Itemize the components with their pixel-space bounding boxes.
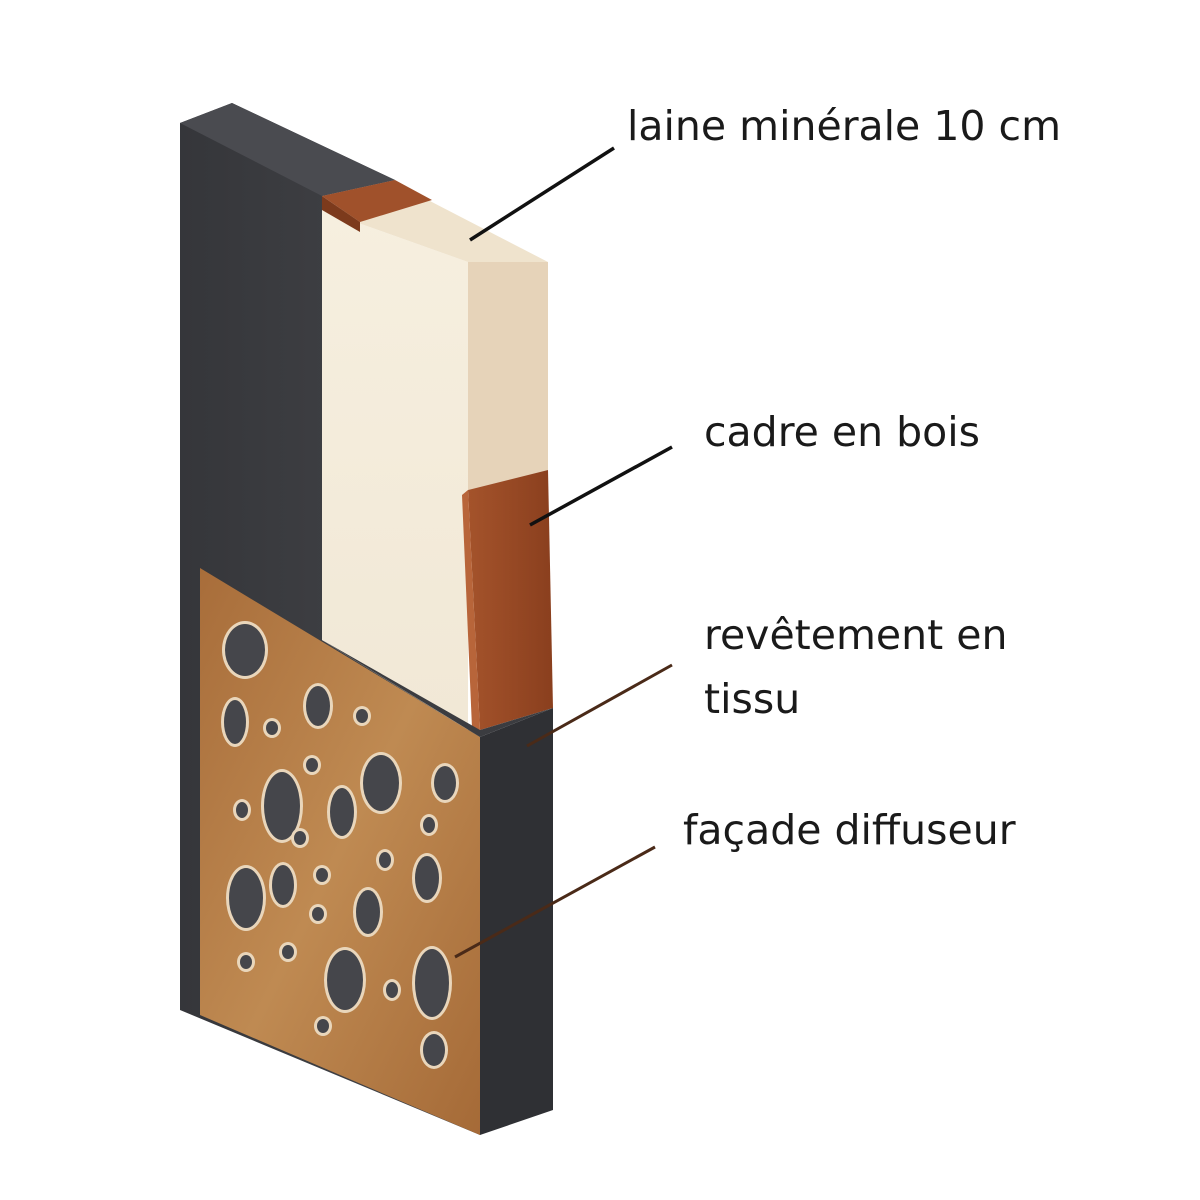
- label-fabric-cover: revêtement en tissu: [704, 603, 1007, 731]
- diffuser-hole: [224, 700, 246, 744]
- diffuser-hole: [294, 831, 306, 845]
- diffuser-hole: [434, 766, 456, 800]
- diffuser-hole: [415, 856, 439, 900]
- mineral-wool-front: [322, 210, 468, 730]
- diffuser-hole: [330, 788, 354, 836]
- label-fabric-cover-line2: tissu: [704, 675, 801, 723]
- diffuser-hole: [266, 721, 278, 735]
- label-wood-frame: cadre en bois: [704, 408, 981, 456]
- diffuser-hole: [386, 982, 398, 998]
- diffuser-hole: [356, 709, 368, 723]
- label-fabric-cover-line1: revêtement en: [704, 611, 1008, 659]
- diffuser-hole: [327, 950, 363, 1010]
- diffuser-hole: [236, 802, 248, 818]
- mineral-wool-side: [468, 262, 548, 490]
- diffuser-hole: [225, 624, 265, 676]
- fabric-side-strip: [480, 708, 553, 1135]
- diffuser-hole: [423, 817, 435, 833]
- diffuser-hole: [306, 758, 318, 772]
- diffuser-hole: [363, 755, 399, 811]
- diffuser-hole: [356, 890, 380, 934]
- diffuser-hole: [317, 1019, 329, 1033]
- diffuser-hole: [229, 868, 263, 928]
- diffuser-hole: [423, 1034, 445, 1066]
- wood-frame-top-piece: [322, 180, 432, 222]
- wood-frame-top-piece-front: [322, 196, 360, 232]
- diffuser-hole: [379, 852, 391, 868]
- diffuser-hole: [306, 686, 330, 726]
- fabric-top-edge: [180, 103, 395, 196]
- diffuser-hole: [316, 868, 328, 882]
- diffuser-hole: [240, 955, 252, 969]
- diffuser-hole: [415, 949, 449, 1017]
- diffuser-hole: [312, 907, 324, 921]
- wood-frame-vertical-edge: [462, 490, 480, 730]
- wood-frame-vertical: [468, 470, 553, 730]
- diffuser-holes: [221, 621, 459, 1069]
- label-mineral-wool: laine minérale 10 cm: [627, 102, 1062, 150]
- label-diffuser-facade: façade diffuseur: [683, 806, 1016, 854]
- diffuser-hole: [272, 865, 294, 905]
- diffuser-hole: [264, 772, 300, 840]
- diffuser-facade-front: [200, 568, 480, 1135]
- diffuser-hole: [282, 945, 294, 959]
